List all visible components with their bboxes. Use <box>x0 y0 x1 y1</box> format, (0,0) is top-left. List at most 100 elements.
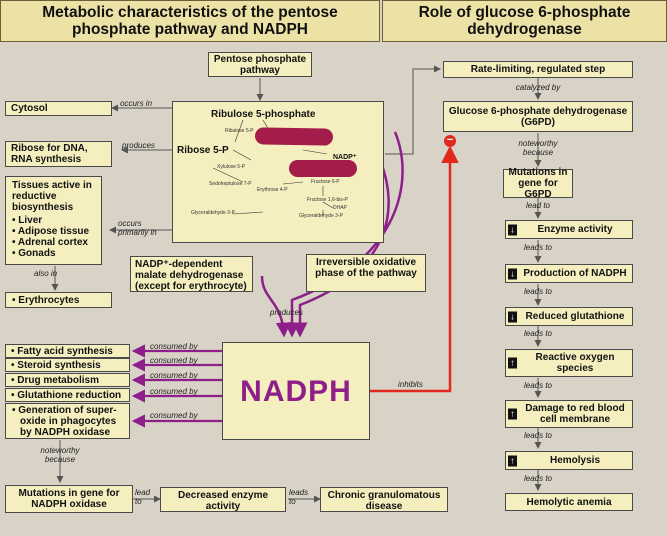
small-ribulose: Ribulose 5-P <box>225 128 254 134</box>
nadph-text: NADPH <box>240 374 352 408</box>
consumed-by-label-3: consumed by <box>150 371 198 380</box>
reduced-glutathione-text: Reduced glutathione <box>525 311 625 322</box>
irreversible-text: Irreversible oxidative phase of the path… <box>315 257 417 279</box>
cgd-text: Chronic granulomatous disease <box>327 490 441 512</box>
rate-limiting-text: Rate-limiting, regulated step <box>470 64 606 75</box>
ribose-dna-box: Ribose for DNA, RNA synthesis <box>5 141 112 167</box>
ribose-label: Ribose 5-P <box>177 145 229 156</box>
mut-nadph-oxidase-text: Mutations in gene for NADPH oxidase <box>18 488 120 510</box>
g6pd-box: Glucose 6-phosphate dehydrogenase (G6PD) <box>443 101 633 132</box>
irreversible-box: Irreversible oxidative phase of the path… <box>306 254 426 292</box>
mut-nadph-oxidase-box: Mutations in gene for NADPH oxidase <box>5 485 133 513</box>
small-glyceraldehyde-a: Glyceraldehyde 3-P <box>191 210 235 216</box>
damage-box: ↑ Damage to red blood cell membrane <box>505 400 633 428</box>
up-arrow-icon: ↑ <box>508 455 517 466</box>
cytosol-box: Cytosol <box>5 101 112 116</box>
small-glyceraldehyde-b: Glyceraldehyde 3-P <box>299 213 343 219</box>
use-steroid-text: Steroid synthesis <box>17 360 101 371</box>
tissues-title: Tissues active in reductive biosynthesis <box>12 180 92 213</box>
rate-limiting-box: Rate-limiting, regulated step <box>443 61 633 78</box>
cytosol-text: Cytosol <box>11 103 48 114</box>
tissues-list: • Liver • Adipose tissue • Adrenal corte… <box>12 215 95 259</box>
consumed-by-label-2: consumed by <box>150 356 198 365</box>
consumed-by-label-1: consumed by <box>150 342 198 351</box>
small-fructose6p: Fructose 6-P <box>311 179 340 185</box>
hemolysis-text: Hemolysis <box>549 455 601 466</box>
tissue-item: • Adrenal cortex <box>12 237 88 248</box>
lead-to-label: lead to <box>135 488 151 506</box>
reduced-glutathione-box: ↓Reduced glutathione <box>505 307 633 326</box>
tissue-adipose: Adipose tissue <box>17 226 90 237</box>
nadph-box: NADPH <box>222 342 370 440</box>
tissue-item: • Liver <box>12 215 43 226</box>
tissue-liver: Liver <box>18 215 43 226</box>
tissues-box: Tissues active in reductive biosynthesis… <box>5 176 102 265</box>
pathway-mini-arrows <box>212 119 334 216</box>
use-fatty-acid: • Fatty acid synthesis <box>5 344 130 358</box>
ros-box: ↑ Reactive oxygen species <box>505 349 633 377</box>
small-fructose16: Fructose 1,6-bis-P <box>307 197 348 203</box>
malate-box: NADP⁺-dependent malate dehydrogenase (ex… <box>130 256 253 292</box>
small-sedoheptulose: Sedoheptulose 7-P <box>209 181 252 187</box>
inhibit-minus-icon: − <box>444 135 456 147</box>
leads-to-label-left: leads to <box>289 488 309 506</box>
ros-text: Reactive oxygen species <box>535 352 615 374</box>
enzyme-activity-box: ↓Enzyme activity <box>505 220 633 239</box>
small-xylulose: Xylulose 5-P <box>217 164 246 170</box>
down-arrow-icon: ↓ <box>508 268 517 279</box>
tissue-gonads: Gonads <box>18 248 56 259</box>
leads-to-4: leads to <box>523 381 553 390</box>
use-superoxide-text: Generation of super-oxide in phagocytes … <box>18 405 117 438</box>
pentose-pathway-box: Pentose phosphate pathway <box>208 52 312 77</box>
small-dhap: DHAP <box>333 205 347 211</box>
occurs-in-label: occurs in <box>120 99 153 108</box>
use-superoxide: • Generation of super-oxide in phagocyte… <box>5 403 130 439</box>
noteworthy-because-right: noteworthy because <box>518 139 558 157</box>
use-drug-text: Drug metabolism <box>17 375 99 386</box>
highlight-mark-top <box>254 127 334 146</box>
catalyzed-by-label: catalyzed by <box>515 83 561 92</box>
up-arrow-icon: ↑ <box>508 408 517 420</box>
mutations-g6pd-box: Mutations in gene for G6PD <box>503 167 573 200</box>
left-header-text: Metabolic characteristics of the pentose… <box>42 4 338 38</box>
ribose-dna-text: Ribose for DNA, RNA synthesis <box>11 143 88 165</box>
use-steroid: • Steroid synthesis <box>5 358 130 372</box>
use-glutathione-text: Glutathione reduction <box>17 390 122 401</box>
mutations-g6pd-text: Mutations in gene for G6PD <box>508 167 568 200</box>
down-arrow-icon: ↓ <box>508 224 517 235</box>
decreased-enzyme-text: Decreased enzyme activity <box>177 490 269 512</box>
malate-text: NADP⁺-dependent malate dehydrogenase (ex… <box>135 259 247 292</box>
production-nadph-box: ↓ Production of NADPH <box>505 264 633 283</box>
tissue-adrenal: Adrenal cortex <box>17 237 88 248</box>
g6pd-text: Glucose 6-phosphate dehydrogenase (G6PD) <box>448 105 628 128</box>
leads-to-3: leads to <box>523 329 553 338</box>
damage-text: Damage to red blood cell membrane <box>525 403 625 425</box>
lead-to-right: lead to <box>525 201 551 210</box>
highlight-mark-bottom <box>289 160 357 177</box>
produces-label: produces <box>122 141 155 150</box>
ribulose-label: Ribulose 5-phosphate <box>211 109 316 120</box>
pathway-detail-box: Ribulose 5-phosphate Ribose 5-P NADP⁺ Ri… <box>172 101 384 243</box>
up-arrow-icon: ↑ <box>508 357 517 369</box>
erythrocytes-box: • Erythrocytes <box>5 292 112 308</box>
leads-to-5: leads to <box>523 431 553 440</box>
consumed-by-label-4: consumed by <box>150 387 198 396</box>
leads-to-6: leads to <box>523 474 553 483</box>
tissue-item: • Gonads <box>12 248 56 259</box>
leads-to-2: leads to <box>523 287 553 296</box>
hemolysis-box: ↑ Hemolysis <box>505 451 633 470</box>
nadp-plus-label: NADP⁺ <box>333 154 357 161</box>
right-header-text: Role of glucose 6-phosphate dehydrogenas… <box>418 4 631 38</box>
consumed-by-label-5: consumed by <box>150 411 198 420</box>
hemolytic-anemia-text: Hemolytic anemia <box>526 496 612 508</box>
minus-glyph: − <box>446 134 454 146</box>
production-nadph-text: Production of NADPH <box>523 268 627 279</box>
use-fatty-acid-text: Fatty acid synthesis <box>17 346 113 357</box>
erythrocytes-text: Erythrocytes <box>18 295 80 306</box>
cgd-box: Chronic granulomatous disease <box>320 487 448 512</box>
inhibits-label: inhibits <box>398 380 423 389</box>
decreased-enzyme-box: Decreased enzyme activity <box>160 487 286 512</box>
use-drug: • Drug metabolism <box>5 373 130 387</box>
produces-nadph-label: produces <box>270 308 303 317</box>
leads-to-1: leads to <box>523 243 553 252</box>
